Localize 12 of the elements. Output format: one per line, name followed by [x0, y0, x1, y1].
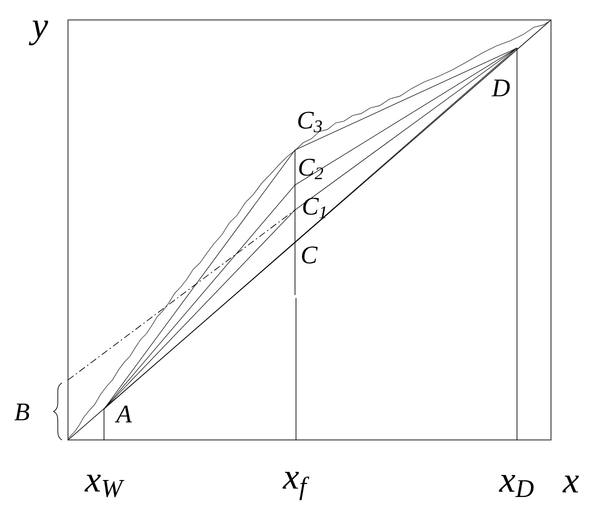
axis-label: x: [562, 476, 579, 492]
axis-label: x$_{W}$: [84, 474, 124, 498]
axis-label: D: [492, 80, 510, 96]
axis-label: C$_{2}$: [299, 158, 324, 180]
axis-label: C$_{1}$: [303, 198, 326, 218]
axis-label: C: [302, 246, 318, 264]
axis-label: B: [14, 404, 30, 420]
axis-label: x$_{f}$: [282, 472, 310, 500]
axis-label: A: [114, 406, 132, 422]
axis-label: y: [28, 20, 48, 46]
axis-label: x$_{D}$: [498, 474, 534, 498]
axis-label: C$_{3}$: [298, 112, 322, 132]
